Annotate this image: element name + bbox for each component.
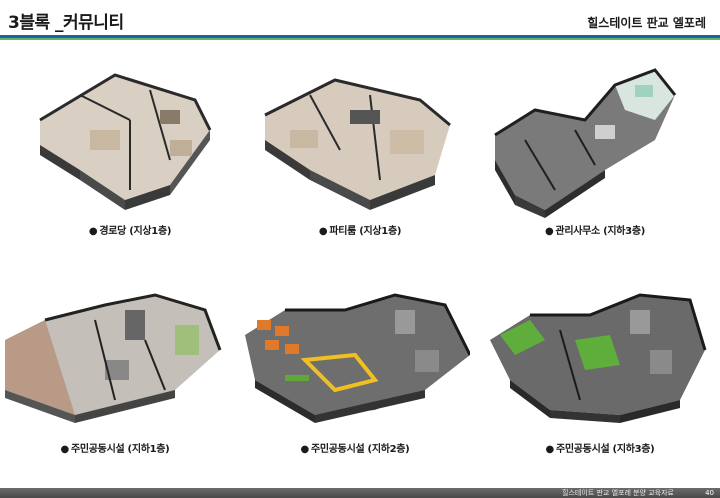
floorplan-caption: ●관리사무소 (지하3층): [544, 226, 646, 237]
floorplan-card-management-office: ●관리사무소 (지하3층): [485, 50, 705, 250]
bullet-icon: ●: [545, 444, 555, 455]
floorplan-card-party-room: ●파티룸 (지상1층): [250, 50, 470, 250]
floorplan-card-community-b3: ●주민공동시설 (지하3층): [490, 280, 710, 480]
floorplan-card-senior-center: ●경로당 (지상1층): [20, 50, 240, 250]
floorplan-render-senior-center: [39, 73, 212, 210]
brand-name: 힐스테이트 판교 엘포레: [587, 16, 706, 30]
floorplan-card-community-b1: ●주민공동시설 (지하1층): [5, 280, 225, 480]
floorplan-card-community-b2: ●주민공동시설 (지하2층): [245, 280, 470, 480]
floorplan-render-community-b3: [490, 293, 707, 423]
footer-text: 힐스테이트 판교 엘포레 분양 교육자료: [562, 489, 674, 497]
header-divider-green: [0, 38, 720, 40]
floorplan-render-community-b1: [5, 293, 222, 423]
floorplan-caption: ●주민공동시설 (지하2층): [300, 444, 410, 455]
bullet-icon: ●: [60, 444, 70, 455]
floorplan-caption: ●주민공동시설 (지하3층): [545, 444, 655, 455]
page-number: 40: [705, 489, 714, 497]
page-header: 3블록 _커뮤니티 힐스테이트 판교 엘포레: [0, 0, 720, 40]
floorplan-render-party-room: [264, 78, 451, 210]
floorplan-caption: ●파티룸 (지상1층): [318, 226, 402, 237]
floorplan-caption: ●주민공동시설 (지하1층): [60, 444, 170, 455]
floorplan-render-community-b2: [245, 293, 470, 423]
floorplan-render-management-office: [494, 68, 677, 218]
bullet-icon: ●: [544, 226, 554, 237]
header-divider-blue: [0, 35, 720, 38]
floorplan-caption: ●경로당 (지상1층): [88, 226, 172, 237]
page-title: 3블록 _커뮤니티: [8, 13, 124, 33]
bullet-icon: ●: [300, 444, 310, 455]
bullet-icon: ●: [318, 226, 328, 237]
bullet-icon: ●: [88, 226, 98, 237]
page-footer: 힐스테이트 판교 엘포레 분양 교육자료 40: [0, 488, 720, 498]
